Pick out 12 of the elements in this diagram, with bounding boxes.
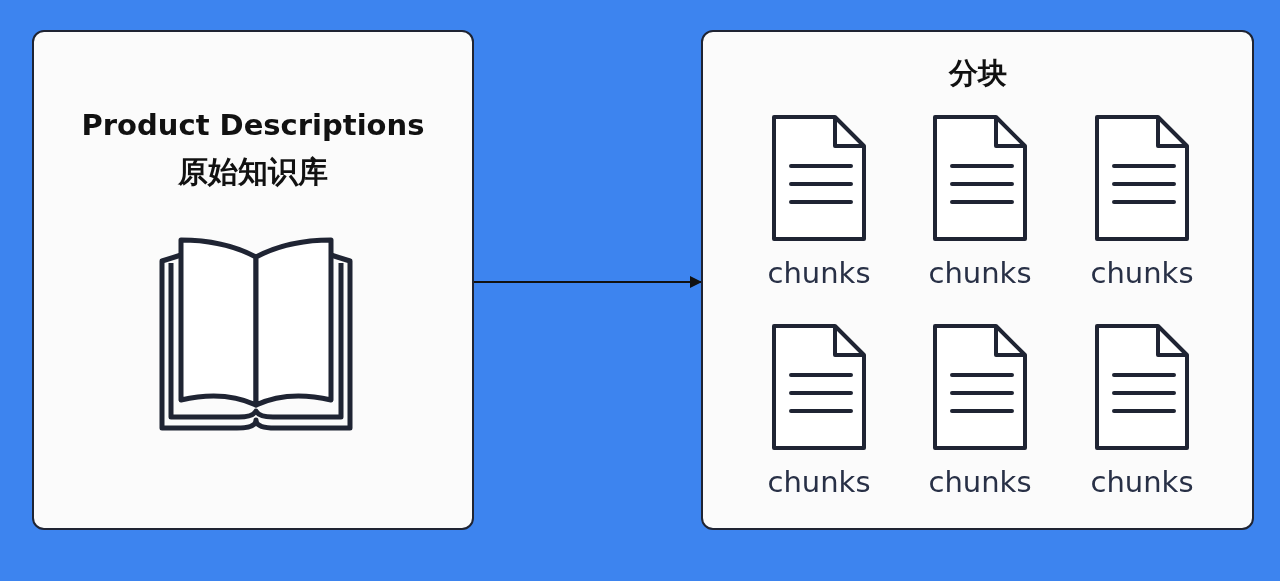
chunk-label: chunks: [767, 465, 871, 499]
panel-box: [32, 30, 474, 530]
chunk-label: chunks: [767, 256, 871, 290]
chunk-label: chunks: [928, 465, 1032, 499]
chunk-label: chunks: [1090, 465, 1194, 499]
panel-title: Product Descriptions: [81, 108, 425, 142]
panel-box: [701, 30, 1254, 530]
panel-title: 分块: [948, 55, 1007, 92]
chunk-label: chunks: [1090, 256, 1194, 290]
arrow: [473, 276, 702, 288]
panel-title: 原始知识库: [178, 153, 328, 191]
chunk-label: chunks: [928, 256, 1032, 290]
